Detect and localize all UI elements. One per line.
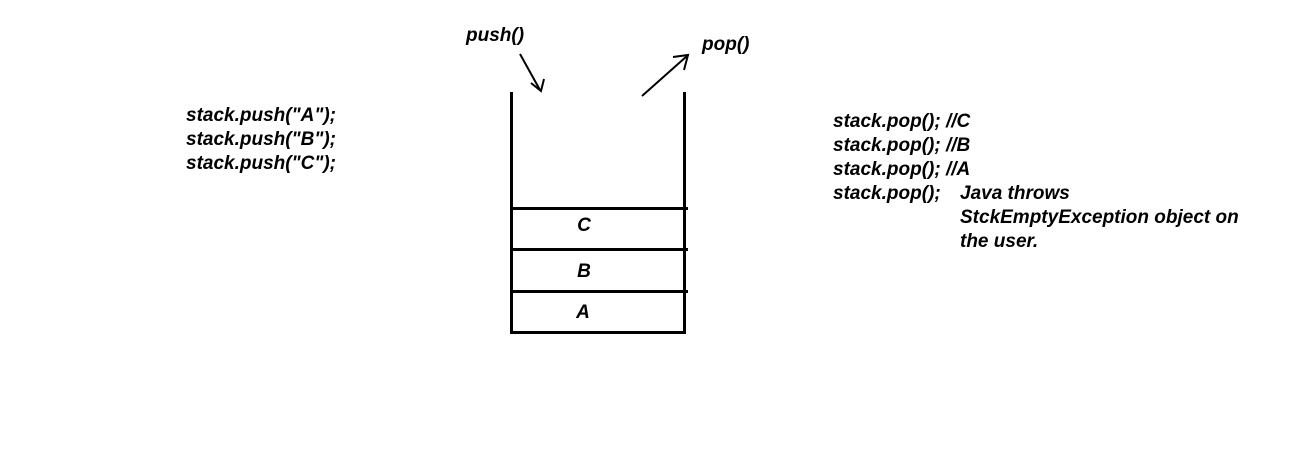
push-arrow (519, 53, 545, 93)
push-code-line: stack.push("B"); (186, 129, 336, 150)
stack-cell-label: B (577, 261, 591, 282)
push-code-block: stack.push("A"); stack.push("B"); stack.… (186, 104, 336, 176)
pop-code-block: stack.pop(); //C stack.pop(); //B stack.… (833, 110, 970, 206)
exception-note-line: Java throws (960, 183, 1070, 204)
pop-label: pop() (702, 34, 750, 55)
pop-code-line: stack.pop(); //A (833, 159, 971, 180)
pop-code-line: stack.pop(); //C (833, 111, 971, 132)
stack-cell-label: A (575, 302, 590, 323)
push-label: push() (466, 25, 525, 46)
push-code-line: stack.push("C"); (186, 153, 336, 174)
exception-note-line: the user. (960, 231, 1039, 252)
push-code-line: stack.push("A"); (186, 105, 336, 126)
pop-arrow (641, 53, 690, 97)
exception-note-line: StckEmptyException object on (960, 207, 1239, 228)
pop-code-line: stack.pop(); //B (833, 135, 971, 156)
stack-cell-label: C (577, 215, 591, 236)
pop-code-line: stack.pop(); (833, 183, 941, 204)
exception-note: Java throws StckEmptyException object on… (960, 182, 1239, 254)
